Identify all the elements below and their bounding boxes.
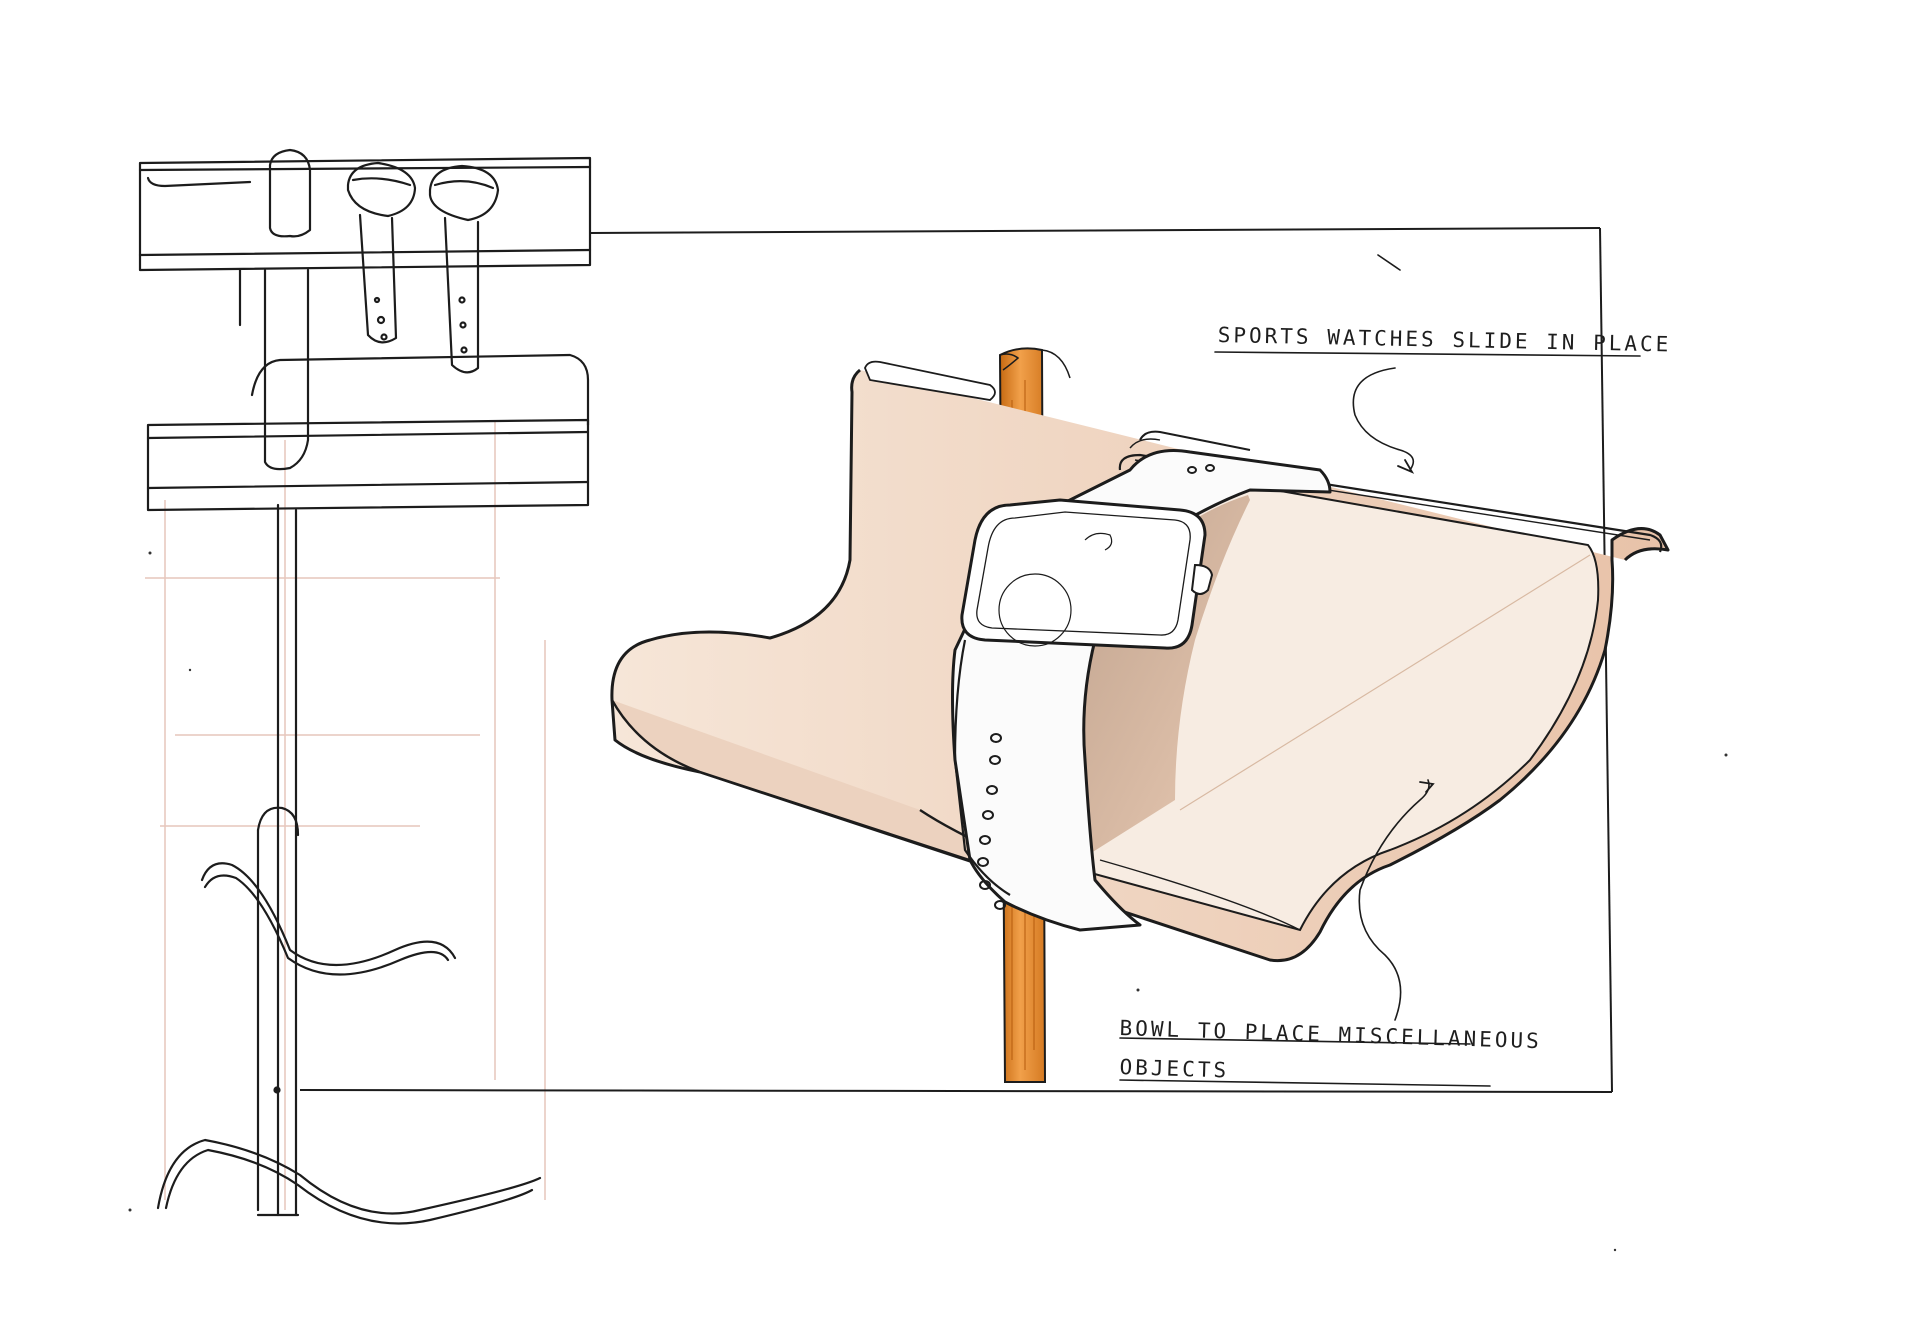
annotation-leaders: [1119, 254, 1641, 1087]
annotation-bowl-line-2: objects: [1119, 1055, 1230, 1083]
paper-speckles: [128, 551, 1728, 1252]
watch-holder-perspective: [610, 347, 1670, 1083]
side-elevation-sketch: [138, 148, 592, 1225]
perspective-frame: [299, 227, 1613, 1093]
construction-lines: [145, 420, 546, 1210]
